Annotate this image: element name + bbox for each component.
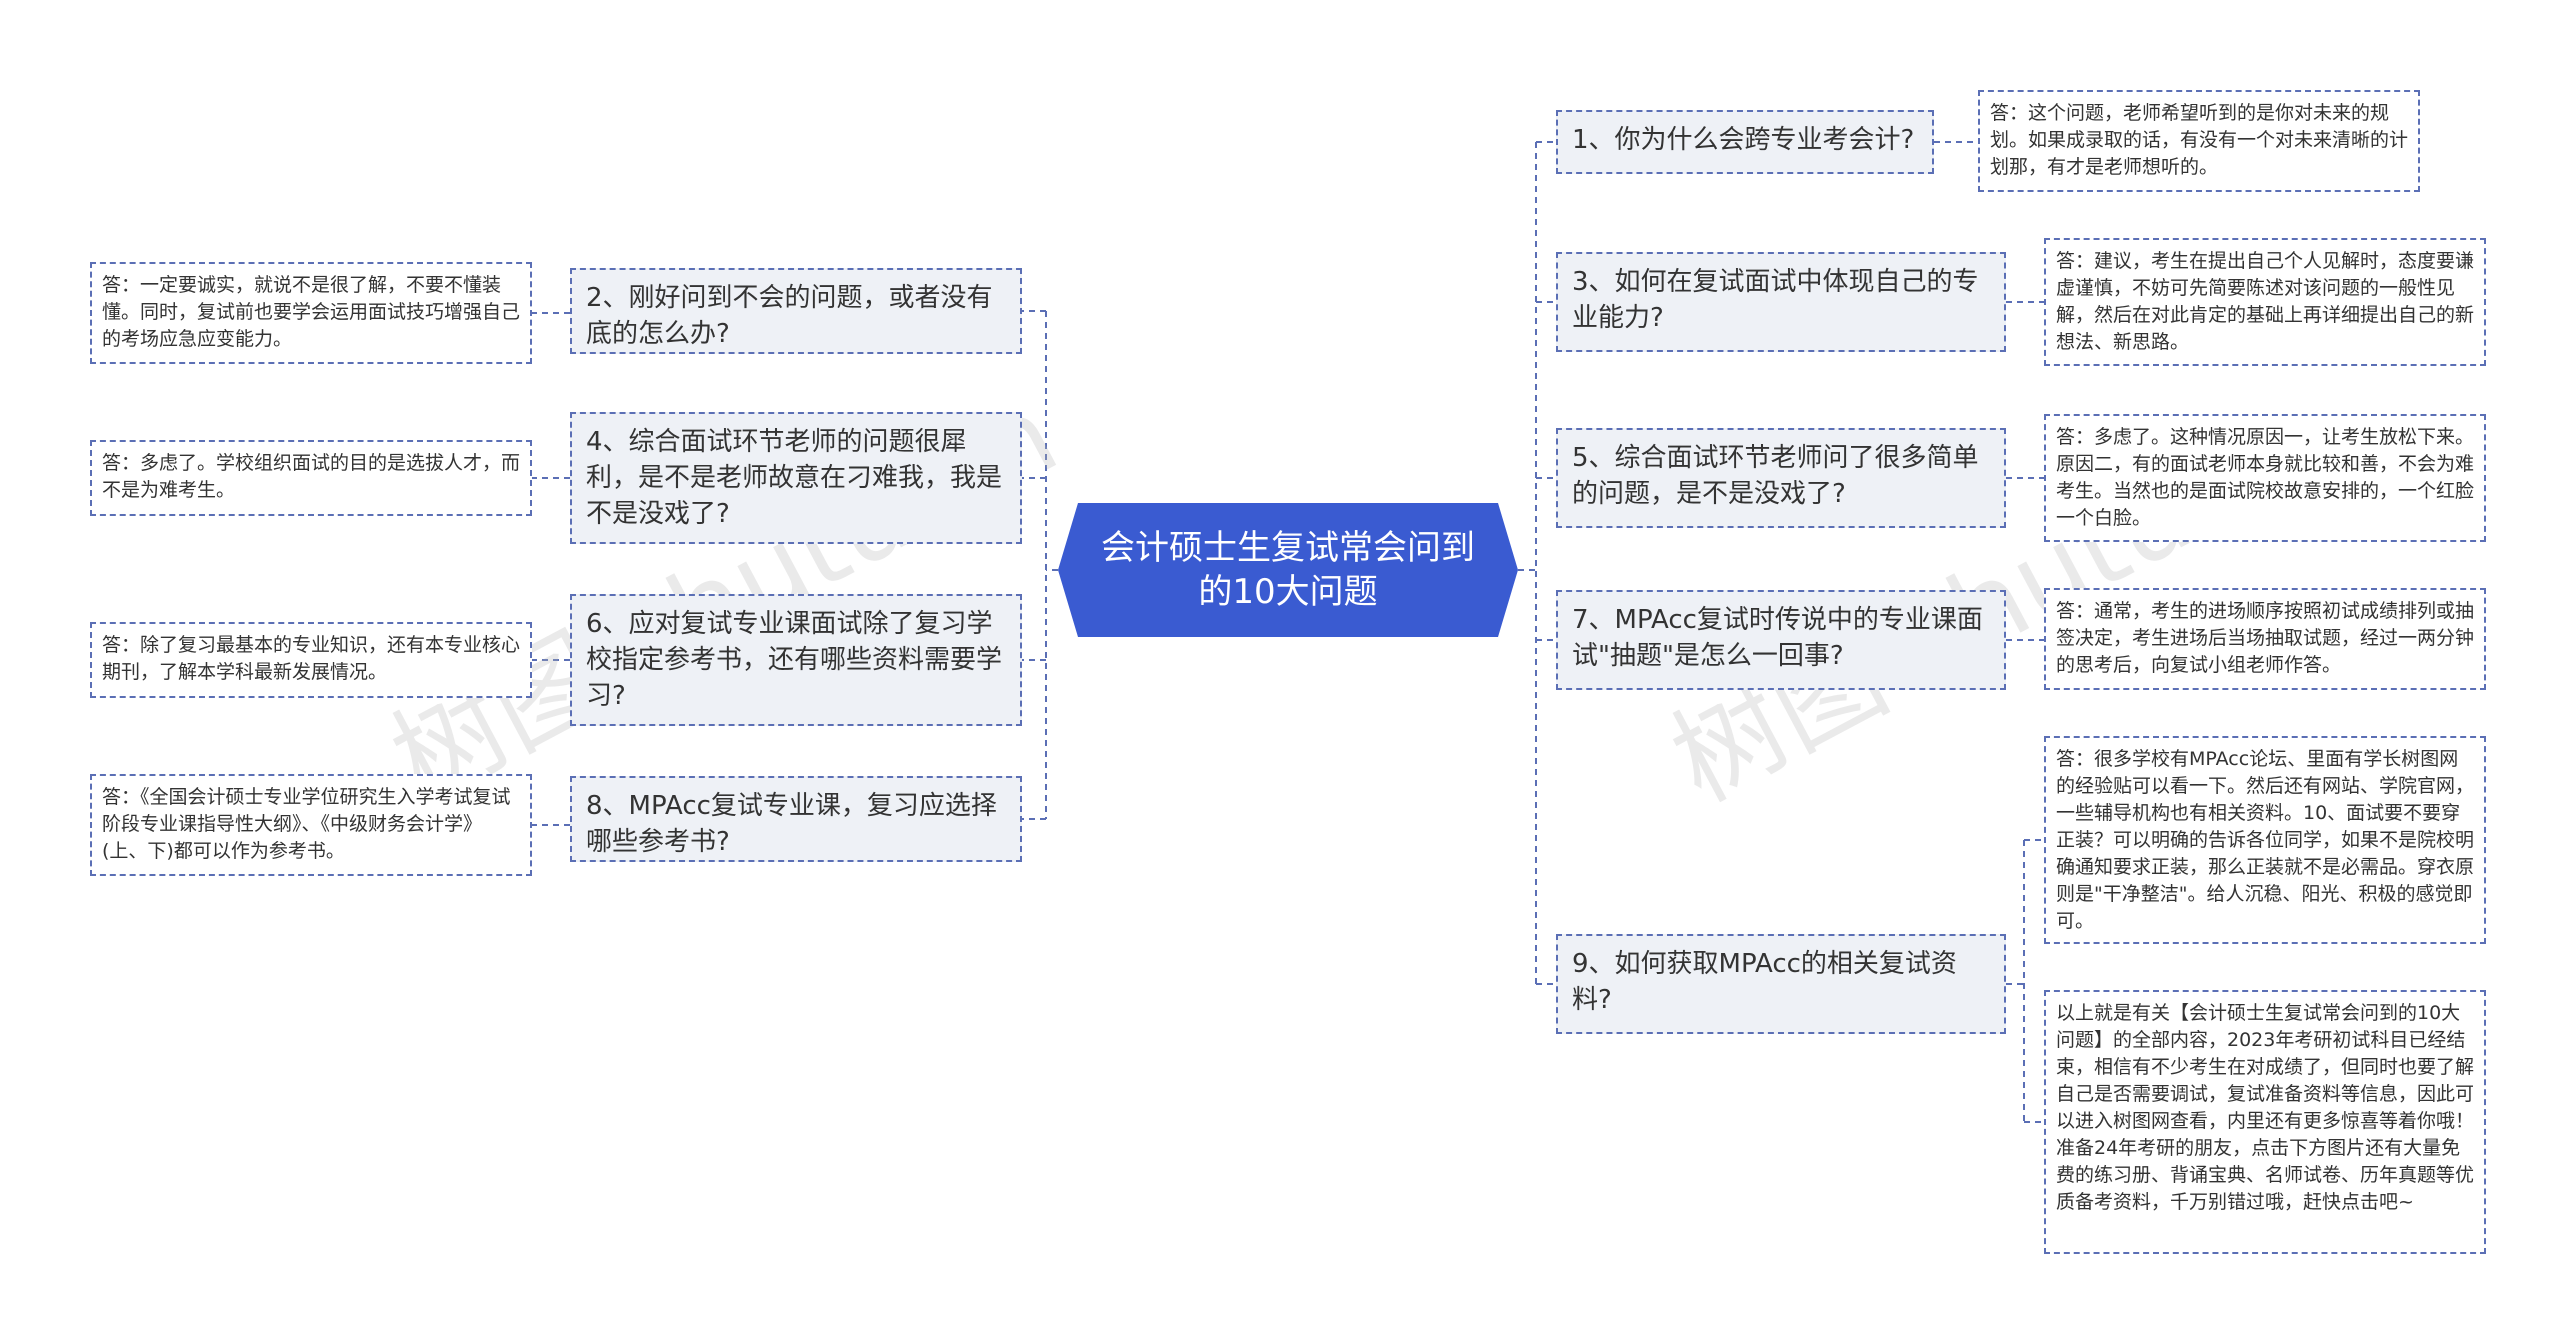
question-text: 5、综合面试环节老师问了很多简单的问题，是不是没戏了?: [1572, 443, 1979, 509]
central-topic-text: 会计硕士生复试常会问到的10大问题: [1101, 528, 1475, 612]
question-node-1[interactable]: 1、你为什么会跨专业考会计?: [1556, 110, 1934, 174]
answer-text: 答：《全国会计硕士专业学位研究生入学考试复试阶段专业课指导性大纲》、《中级财务会…: [102, 786, 511, 862]
question-text: 2、刚好问到不会的问题，或者没有底的怎么办?: [586, 283, 993, 349]
answer-text: 以上就是有关【会计硕士生复试常会问到的10大问题】的全部内容，2023年考研初试…: [2056, 1002, 2475, 1213]
answer-text: 答：多虑了。学校组织面试的目的是选拔人才，而不是为难考生。: [102, 452, 521, 501]
answer-node-3[interactable]: 答：建议，考生在提出自己个人见解时，态度要谦虚谨慎，不妨可先简要陈述对该问题的一…: [2044, 238, 2486, 366]
question-node-2[interactable]: 2、刚好问到不会的问题，或者没有底的怎么办?: [570, 268, 1022, 354]
question-node-4[interactable]: 4、综合面试环节老师的问题很犀利，是不是老师故意在刁难我，我是不是没戏了?: [570, 412, 1022, 544]
question-text: 1、你为什么会跨专业考会计?: [1572, 125, 1915, 155]
question-text: 8、MPAcc复试专业课，复习应选择哪些参考书?: [586, 791, 997, 857]
question-text: 4、综合面试环节老师的问题很犀利，是不是老师故意在刁难我，我是不是没戏了?: [586, 427, 1003, 529]
answer-node-6[interactable]: 答：除了复习最基本的专业知识，还有本专业核心期刊，了解本学科最新发展情况。: [90, 622, 532, 698]
question-node-7[interactable]: 7、MPAcc复试时传说中的专业课面试"抽题"是怎么一回事?: [1556, 590, 2006, 690]
answer-text: 答：很多学校有MPAcc论坛、里面有学长树图网的经验贴可以看一下。然后还有网站、…: [2056, 748, 2475, 932]
central-topic[interactable]: 会计硕士生复试常会问到的10大问题: [1058, 503, 1518, 637]
answer-node-10[interactable]: 以上就是有关【会计硕士生复试常会问到的10大问题】的全部内容，2023年考研初试…: [2044, 990, 2486, 1254]
question-node-6[interactable]: 6、应对复试专业课面试除了复习学校指定参考书，还有哪些资料需要学习?: [570, 594, 1022, 726]
question-node-3[interactable]: 3、如何在复试面试中体现自己的专业能力?: [1556, 252, 2006, 352]
answer-node-2[interactable]: 答：一定要诚实，就说不是很了解，不要不懂装懂。同时，复试前也要学会运用面试技巧增…: [90, 262, 532, 364]
answer-node-4[interactable]: 答：多虑了。学校组织面试的目的是选拔人才，而不是为难考生。: [90, 440, 532, 516]
question-text: 3、如何在复试面试中体现自己的专业能力?: [1572, 267, 1979, 333]
question-node-8[interactable]: 8、MPAcc复试专业课，复习应选择哪些参考书?: [570, 776, 1022, 862]
answer-node-9[interactable]: 答：很多学校有MPAcc论坛、里面有学长树图网的经验贴可以看一下。然后还有网站、…: [2044, 736, 2486, 944]
answer-text: 答：除了复习最基本的专业知识，还有本专业核心期刊，了解本学科最新发展情况。: [102, 634, 521, 683]
answer-node-5[interactable]: 答：多虑了。这种情况原因一，让考生放松下来。原因二，有的面试老师本身就比较和善，…: [2044, 414, 2486, 542]
answer-node-7[interactable]: 答：通常，考生的进场顺序按照初试成绩排列或抽签决定，考生进场后当场抽取试题，经过…: [2044, 588, 2486, 690]
answer-text: 答：通常，考生的进场顺序按照初试成绩排列或抽签决定，考生进场后当场抽取试题，经过…: [2056, 600, 2475, 676]
answer-node-8[interactable]: 答：《全国会计硕士专业学位研究生入学考试复试阶段专业课指导性大纲》、《中级财务会…: [90, 774, 532, 876]
answer-text: 答：这个问题，老师希望听到的是你对未来的规划。如果成录取的话，有没有一个对未来清…: [1990, 102, 2409, 178]
answer-node-1[interactable]: 答：这个问题，老师希望听到的是你对未来的规划。如果成录取的话，有没有一个对未来清…: [1978, 90, 2420, 192]
answer-text: 答：一定要诚实，就说不是很了解，不要不懂装懂。同时，复试前也要学会运用面试技巧增…: [102, 274, 521, 350]
question-text: 6、应对复试专业课面试除了复习学校指定参考书，还有哪些资料需要学习?: [586, 609, 1003, 711]
question-text: 9、如何获取MPAcc的相关复试资料?: [1572, 949, 1957, 1015]
answer-text: 答：建议，考生在提出自己个人见解时，态度要谦虚谨慎，不妨可先简要陈述对该问题的一…: [2056, 250, 2475, 353]
question-node-5[interactable]: 5、综合面试环节老师问了很多简单的问题，是不是没戏了?: [1556, 428, 2006, 528]
answer-text: 答：多虑了。这种情况原因一，让考生放松下来。原因二，有的面试老师本身就比较和善，…: [2056, 426, 2475, 529]
question-node-9[interactable]: 9、如何获取MPAcc的相关复试资料?: [1556, 934, 2006, 1034]
question-text: 7、MPAcc复试时传说中的专业课面试"抽题"是怎么一回事?: [1572, 605, 1983, 671]
